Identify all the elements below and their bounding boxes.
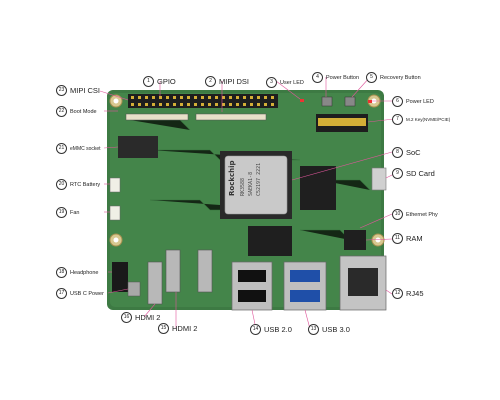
callout-boot-mode: 22 Boot Mode (56, 106, 97, 117)
callout-text: HDMI 2 (172, 324, 198, 333)
callout-emmc-socket: 21 eMMC socket (56, 143, 101, 154)
callout-number: 19 (56, 207, 67, 218)
callout-text: Power LED (406, 98, 434, 105)
hdmi-port-2 (165, 249, 181, 293)
callout-number: 17 (56, 288, 67, 299)
callout-text: USB 2.0 (264, 325, 292, 334)
callout-text: Headphone (70, 269, 99, 276)
callout-text: GPIO (157, 77, 176, 86)
ram-chip-2 (248, 226, 292, 256)
callout-mipi-csi: 23 MIPI CSI (56, 85, 100, 96)
callout-number: 22 (56, 106, 67, 117)
callout-text: USB C Power (70, 290, 104, 297)
callout-gpio: 1 GPIO (143, 76, 176, 87)
callout-rtc-battery: 20 RTC Battery (56, 179, 100, 190)
callout-number: 18 (56, 267, 67, 278)
callout-text: User LED (280, 79, 304, 86)
callout-number: 6 (392, 96, 403, 107)
power-led-part (368, 100, 372, 103)
callout-number: 16 (121, 312, 132, 323)
callout-text: Boot Mode (70, 108, 97, 115)
callout-text: Fan (70, 209, 80, 216)
emmc-socket-part (118, 136, 158, 158)
callout-headphone: 18 Headphone (56, 267, 98, 278)
soc-lot: SAEKA1-8 (248, 172, 254, 196)
fan-connector (109, 205, 121, 221)
callout-number: 8 (392, 147, 403, 158)
callout-hdmi2a: 16 HDMI 2 (121, 312, 160, 323)
callout-text: MIPI CSI (70, 86, 101, 95)
callout-text: Ethernet Phy (406, 211, 438, 218)
callout-text: eMMC socket (70, 145, 101, 152)
callout-mipi-dsi: 2 MIPI DSI (205, 76, 249, 87)
callout-number: 1 (143, 76, 154, 87)
callout-number: 21 (56, 143, 67, 154)
callout-number: 7 (392, 114, 403, 125)
callout-number: 9 (392, 168, 403, 179)
callout-number: 2 (205, 76, 216, 87)
callout-number: 23 (56, 85, 67, 96)
callout-number: 10 (392, 209, 403, 220)
soc-brand: Rockchip (228, 160, 236, 196)
callout-text: RTC Battery (70, 181, 101, 188)
callout-rj45: 12 RJ45 (392, 288, 424, 299)
callout-power-button: 4 Power Button (312, 72, 359, 83)
callout-user-led: 3 User LED (266, 77, 304, 88)
callout-text: Power Button (326, 74, 360, 81)
callout-text: HDMI 2 (135, 313, 161, 322)
mipi-dsi-connector (195, 113, 267, 121)
mipi-csi-connector (125, 113, 189, 121)
sd-card-slot (371, 167, 387, 191)
callout-text: M.2 Key(NVME/PCIE) (406, 117, 451, 122)
recovery-button-part (344, 96, 356, 107)
callout-number: 5 (366, 72, 377, 83)
rj45-port (339, 255, 387, 311)
callout-ethernet-phy: 10 Ethernet Phy (392, 209, 438, 220)
callout-text: SD Card (406, 169, 435, 178)
usb30-port (283, 261, 327, 311)
callout-number: 3 (266, 77, 277, 88)
callout-usb30: 13 USB 3.0 (308, 324, 350, 335)
power-button-part (321, 96, 333, 107)
callout-number: 4 (312, 72, 323, 83)
callout-power-led: 6 Power LED (392, 96, 434, 107)
soc-part: RK3588 (240, 178, 246, 196)
callout-number: 14 (250, 324, 261, 335)
callout-number: 15 (158, 323, 169, 334)
ethernet-phy-chip (344, 230, 366, 250)
callout-text: SoC (406, 148, 421, 157)
callout-text: Recovery Button (380, 74, 421, 81)
headphone-jack (112, 262, 128, 292)
hdmi-port-1 (147, 261, 163, 305)
callout-sd-card: 9 SD Card (392, 168, 435, 179)
callout-ram: 11 RAM (392, 233, 423, 244)
callout-number: 13 (308, 324, 319, 335)
hdmi-port-3 (197, 249, 213, 293)
callout-m2-key: 7 M.2 Key(NVME/PCIE) (392, 114, 450, 125)
callout-soc: 8 SoC (392, 147, 421, 158)
callout-usb20: 14 USB 2.0 (250, 324, 292, 335)
callout-text: RJ45 (406, 289, 424, 298)
callout-hdmi2b: 15 HDMI 2 (158, 323, 197, 334)
gpio-header (128, 94, 278, 108)
callout-fan: 19 Fan (56, 207, 79, 218)
leader-lines (99, 76, 395, 330)
callout-number: 12 (392, 288, 403, 299)
callout-number: 11 (392, 233, 403, 244)
user-led-part (300, 99, 304, 102)
soc-date: C52197 2221 (256, 163, 262, 196)
callout-usbc-power: 17 USB C Power (56, 288, 104, 299)
ram-chip-1 (300, 166, 336, 210)
callout-recovery-button: 5 Recovery Button (366, 72, 421, 83)
usbc-port (127, 281, 141, 297)
rtc-battery-connector (109, 177, 121, 193)
callout-text: USB 3.0 (322, 325, 350, 334)
soc-chip: Rockchip RK3588 SAEKA1-8 C52197 2221 (220, 151, 292, 219)
callout-text: MIPI DSI (219, 77, 250, 86)
callout-number: 20 (56, 179, 67, 190)
usb20-port (231, 261, 273, 311)
callout-text: RAM (406, 234, 423, 243)
